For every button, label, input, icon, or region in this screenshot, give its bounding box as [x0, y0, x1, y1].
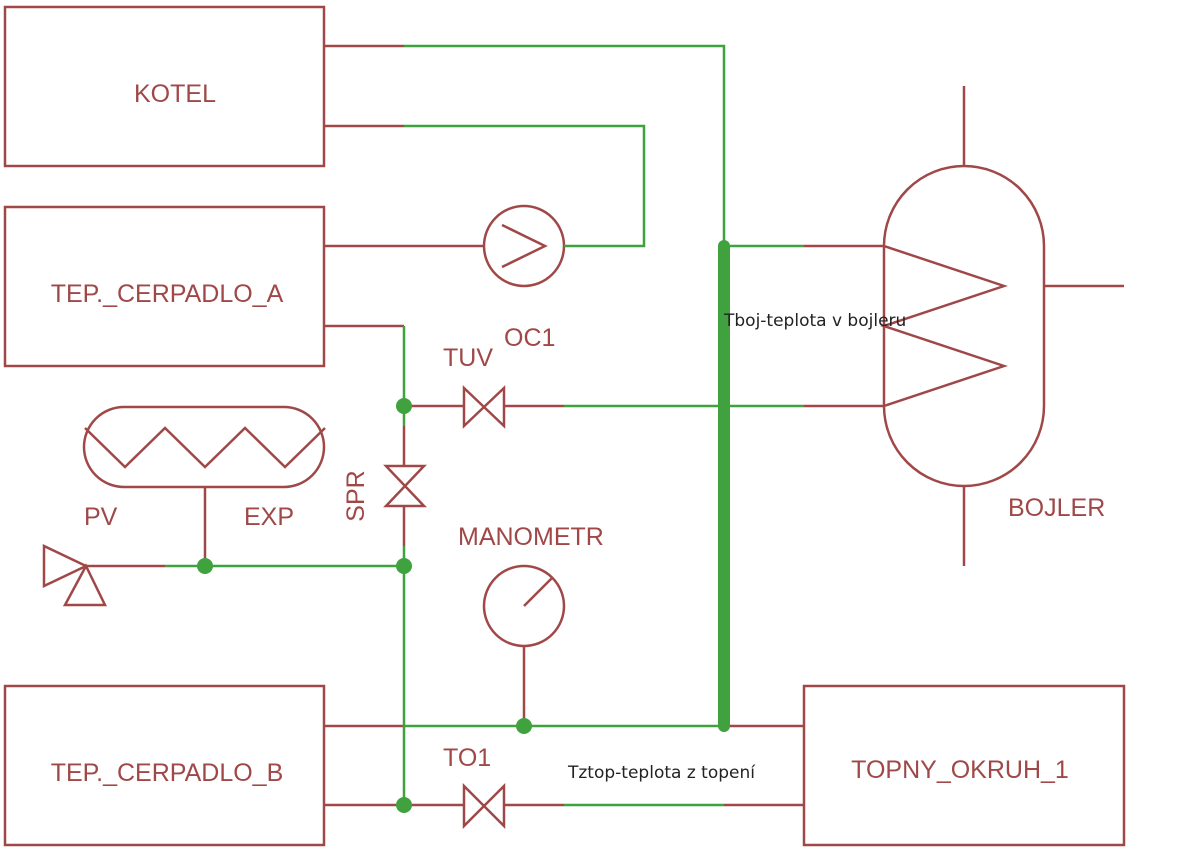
- valve-spr-label: SPR: [342, 470, 370, 521]
- pump-oc1-label: OC1: [504, 324, 555, 352]
- valve-to1: TO1: [443, 744, 506, 830]
- valve-tuv-label: TUV: [443, 344, 493, 372]
- valve-spr: SPR: [342, 464, 427, 522]
- manometer-label: MANOMETR: [458, 523, 604, 551]
- pump-a-label: TEP._CERPADLO_A: [51, 280, 284, 308]
- junction-dot: [396, 398, 412, 414]
- circuit-label: TOPNY_OKRUH_1: [851, 756, 1069, 784]
- manometer: MANOMETR: [458, 523, 604, 648]
- valve-to1-label: TO1: [443, 744, 491, 772]
- pump-b-label: TEP._CERPADLO_B: [51, 759, 284, 787]
- kotel-box: KOTEL: [3, 5, 326, 168]
- junction-dot: [516, 718, 532, 734]
- expansion-label: EXP: [244, 503, 294, 531]
- junction-dot: [396, 797, 412, 813]
- junction-dot: [197, 558, 213, 574]
- circuit-temp-annotation: Tztop-teplota z topení: [567, 763, 756, 783]
- boiler-tank: BOJLER: [880, 86, 1124, 566]
- junctions: [197, 398, 532, 813]
- kotel-label: KOTEL: [134, 80, 216, 108]
- boiler-label: BOJLER: [1008, 494, 1105, 522]
- pressure-vessel-label: PV: [84, 503, 118, 531]
- expansion-vessel: PV EXP: [82, 405, 326, 531]
- pump-b-box: TEP._CERPADLO_B: [3, 684, 326, 847]
- boiler-temp-annotation: Tboj-teplota v bojleru: [723, 311, 906, 331]
- circulation-pump-oc1: OC1: [482, 204, 566, 352]
- pump-a-box: TEP._CERPADLO_A: [3, 205, 326, 368]
- circuit-box: TOPNY_OKRUH_1: [802, 684, 1126, 847]
- wires: [165, 44, 804, 807]
- safety-valve-symbol: [42, 544, 107, 607]
- pin-stubs: [86, 44, 884, 807]
- valve-tuv: TUV: [443, 344, 506, 429]
- junction-dot: [396, 558, 412, 574]
